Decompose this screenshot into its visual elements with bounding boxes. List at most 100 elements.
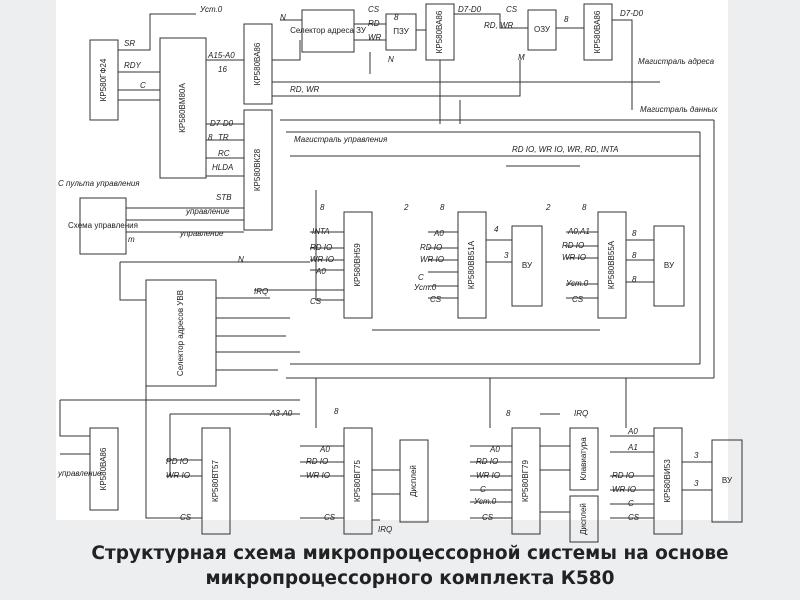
signal-label-n8: 8: [208, 133, 213, 142]
block-buf4: КР580ВА86: [99, 447, 108, 490]
signal-label-a0: А0: [315, 267, 326, 276]
signal-label-d7d0: D7-D0: [458, 5, 482, 14]
block-kbd: КР580ВГ79: [521, 460, 530, 502]
signal-label-cs: CS: [572, 295, 584, 304]
signal-label-cs: CS: [628, 513, 640, 522]
signal-label-cs: CS: [310, 297, 322, 306]
block-disp2: Дисплей: [579, 503, 588, 535]
block-vu3: ВУ: [722, 476, 733, 485]
signal-label-d7d0: D7-D0: [210, 119, 234, 128]
caption-line-1: Структурная схема микропроцессорной сист…: [91, 543, 729, 564]
block-vu1: ВУ: [522, 261, 533, 270]
signal-label-hlda: HLDA: [212, 163, 233, 172]
signal-label-wr: WR: [368, 33, 382, 42]
signal-label-c: C: [480, 485, 486, 494]
signal-label-irq: IRQ: [378, 525, 392, 534]
signal-label-upr: управление: [185, 207, 230, 216]
signal-label-cs: CS: [506, 5, 518, 14]
signal-label-cs: CS: [368, 5, 380, 14]
figure-caption: Структурная схема микропроцессорной сист…: [40, 541, 780, 591]
signal-label-cs: CS: [180, 513, 192, 522]
diagram-sheet: [56, 0, 728, 520]
signal-label-n8: 8: [632, 275, 637, 284]
block-pit: КР580ВИ53: [663, 459, 672, 503]
block-clk: КР580ГФ24: [99, 58, 108, 101]
block-cpu: КР580ВМ80А: [178, 83, 187, 133]
signal-label-rd-io: RD IO: [306, 457, 328, 466]
signal-label-a0: А0: [433, 229, 444, 238]
signal-label-rd-io: RD IO: [166, 457, 188, 466]
signal-label-rdy: RDY: [124, 61, 142, 70]
block-rom: ПЗУ: [393, 27, 409, 36]
block-buf1: КР580ВА86: [253, 42, 262, 85]
signal-label-rc: RC: [218, 149, 230, 158]
signal-label-n8: 8: [632, 251, 637, 260]
signal-label-ust0: Уст.0: [199, 5, 223, 14]
signal-label-upr: управление: [179, 229, 224, 238]
block-buf2: КР580ВА86: [435, 10, 444, 53]
signal-label-sr: SR: [124, 39, 135, 48]
signal-label-n8: 8: [334, 407, 339, 416]
signal-label-ust0: Уст.0: [413, 283, 437, 292]
signal-label-ctl-sig: RD IO, WR IO, WR, RD, INTA: [512, 145, 619, 154]
signal-label-bus-addr: Магистраль адреса: [638, 57, 715, 66]
signal-label-c: C: [140, 81, 146, 90]
signal-label-n: N: [238, 255, 244, 264]
signal-label-a1: А1: [627, 443, 638, 452]
signal-label-n8: 8: [506, 409, 511, 418]
block-ctrl: Схема управления: [68, 221, 138, 230]
block-sysc: КР580ВК28: [253, 148, 262, 191]
signal-label-n8: 8: [394, 13, 399, 22]
signal-label-irq: IRQ: [574, 409, 588, 418]
signal-label-a0a1: А0,А1: [567, 227, 590, 236]
block-pic: КР580ВН59: [353, 243, 362, 287]
signal-label-ust0: Уст.0: [565, 279, 589, 288]
signal-label-wr-io: WR IO: [612, 485, 636, 494]
signal-label-n: N: [388, 55, 394, 64]
signal-label-cs: CS: [324, 513, 336, 522]
signal-label-upr: управление: [57, 469, 102, 478]
signal-label-n3: 3: [504, 251, 509, 260]
signal-label-a0: А0: [489, 445, 500, 454]
signal-label-a0: А0: [319, 445, 330, 454]
signal-label-n2: 2: [545, 203, 551, 212]
signal-label-rd-io: RD IO: [310, 243, 332, 252]
signal-label-n8: 8: [440, 203, 445, 212]
signal-label-wr-io: WR IO: [420, 255, 444, 264]
signal-label-rd-io: RD IO: [420, 243, 442, 252]
signal-label-n8: 8: [564, 15, 569, 24]
block-disp1: Дисплей: [409, 465, 418, 497]
signal-label-wr-io: WR IO: [562, 253, 586, 262]
signal-label-n8: 8: [582, 203, 587, 212]
signal-label-d7d0: D7-D0: [620, 9, 644, 18]
signal-label-n8: 8: [320, 203, 325, 212]
block-sel_io: Селектор адресов УВВ: [176, 290, 185, 376]
signal-label-irq: IRQ: [254, 287, 268, 296]
signal-label-n3: 3: [694, 479, 699, 488]
block-ppi: КР580ВВ55А: [607, 240, 616, 289]
signal-label-c: C: [628, 499, 634, 508]
block-vu2: ВУ: [664, 261, 675, 270]
signal-label-n3: 3: [694, 451, 699, 460]
block-dma: КР580ВТ57: [211, 459, 220, 501]
block-crt: КР580ВГ75: [353, 460, 362, 502]
block-ram: ОЗУ: [534, 25, 551, 34]
signal-label-cs: CS: [482, 513, 494, 522]
signal-label-rd-wr: RD, WR: [290, 85, 320, 94]
signal-label-rd: RD: [368, 19, 380, 28]
signal-label-inta: INTA: [312, 227, 330, 236]
signal-label-a3a0: А3-А0: [269, 409, 293, 418]
signal-label-ust0: Уст.0: [473, 497, 497, 506]
signal-label-m: m: [128, 235, 135, 244]
signal-label-n2: 2: [403, 203, 409, 212]
signal-label-a0: А0: [627, 427, 638, 436]
block-usart: КР580ВВ51А: [467, 240, 476, 289]
signal-label-rd-io: RD IO: [562, 241, 584, 250]
signal-label-M: M: [518, 53, 525, 62]
signal-label-stb: STB: [216, 193, 232, 202]
signal-label-tr: TR: [218, 133, 229, 142]
signal-label-cs: CS: [430, 295, 442, 304]
signal-label-wr-io: WR IO: [306, 471, 330, 480]
signal-label-wr-io: WR IO: [310, 255, 334, 264]
